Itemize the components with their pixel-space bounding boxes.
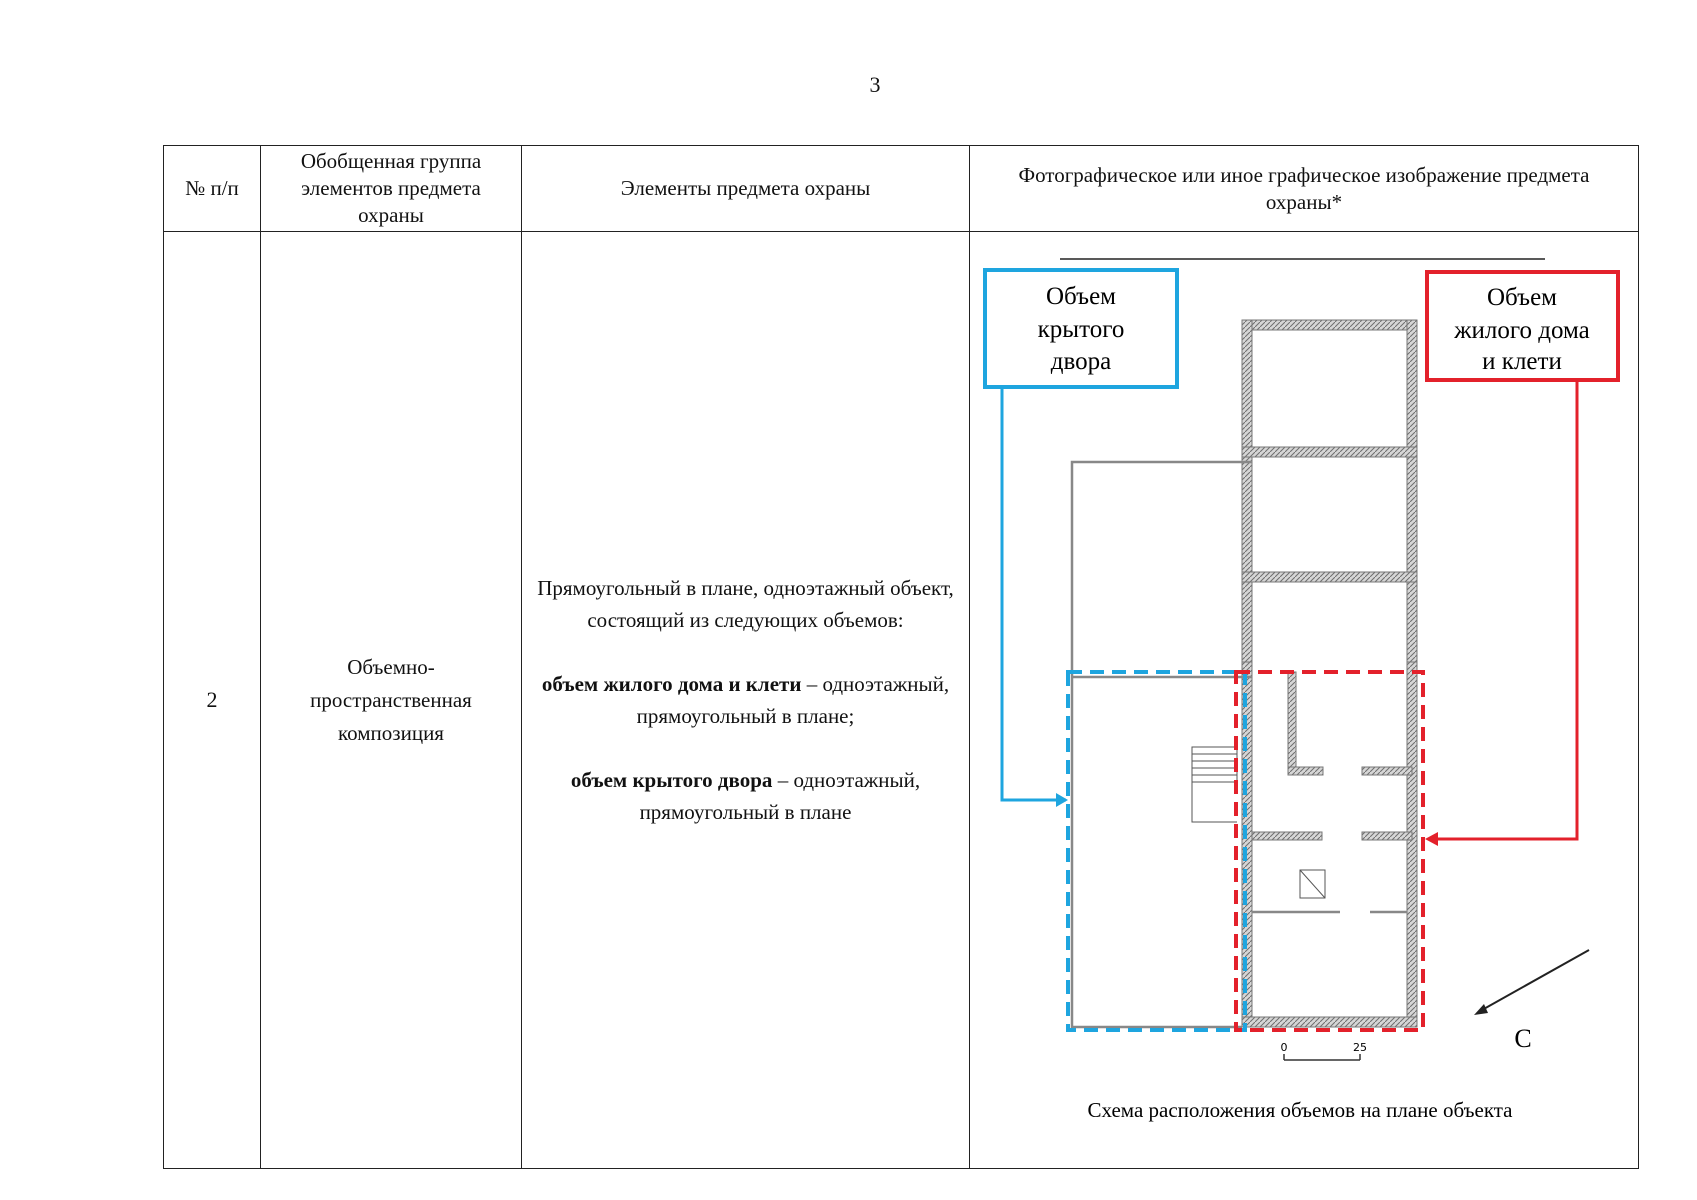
yard-pointer-arrow [1056,793,1068,807]
desc-yard: объем крытого двора – одноэтажный, прямо… [522,764,969,828]
stair-symbol [1191,746,1326,899]
row-num: 2 [163,231,261,1169]
north-arrow-line [1481,949,1590,1011]
house-label-line-3: и клети [1482,348,1562,375]
north-arrow-head [1474,1004,1488,1015]
desc-house: объем жилого дома и клети – одноэтажный,… [522,668,969,732]
yard-label-line-3: двора [1051,348,1111,375]
house-pointer-line [1428,380,1579,841]
row-group: Объемно-пространственная композиция [260,231,522,1169]
header-num: № п/п [163,145,261,232]
header-image: Фотографическое или иное графическое изо… [969,145,1639,232]
yard-label-box: Объем крытого двора [983,268,1179,389]
desc-house-rest: – одноэтажный, прямоугольный в плане; [636,672,950,728]
plan-thin-walls [1070,460,1407,1029]
yard-label-line-1: Объем [1046,283,1116,310]
desc-yard-rest: – одноэтажный, прямоугольный в плане [639,768,921,824]
yard-dashed-outline [1066,670,1247,1032]
house-label-box: Объем жилого дома и клети [1425,270,1620,382]
header-elements: Элементы предмета охраны [521,145,970,232]
yard-pointer-line [1000,387,1066,802]
row-image: Объем крытого двора Объем жилого дома и … [969,231,1639,1169]
page-number: 3 [869,72,881,97]
desc-house-bold: объем жилого дома и клети [541,672,802,696]
house-dashed-outline [1234,670,1425,1032]
header-row: № п/п Обобщенная группа элементов предме… [163,145,1639,232]
table-row: 2 Объемно-пространственная композиция Пр… [163,231,1639,1169]
scale-bar [1283,1054,1361,1061]
floor-plan-diagram: Объем крытого двора Объем жилого дома и … [983,258,1620,1122]
desc-intro: Прямоугольный в плане, одноэтажный объек… [537,576,954,632]
house-label-line-1: Объем [1487,284,1557,311]
scale-end-label: 25 [1353,1041,1367,1054]
header-group: Обобщенная группа элементов предмета охр… [260,145,522,232]
house-pointer-arrow [1425,832,1438,846]
plan-caption: Схема расположения объемов на плане объе… [1088,1098,1514,1122]
yard-label-line-2: крытого [1038,316,1125,343]
north-letter: С [1514,1024,1531,1053]
house-label-line-2: жилого дома [1453,317,1590,344]
protection-table: № п/п Обобщенная группа элементов предме… [163,145,1639,1169]
row-elements: Прямоугольный в плане, одноэтажный объек… [521,231,970,1169]
scale-start-label: 0 [1281,1041,1288,1054]
desc-yard-bold: объем крытого двора [570,768,773,792]
